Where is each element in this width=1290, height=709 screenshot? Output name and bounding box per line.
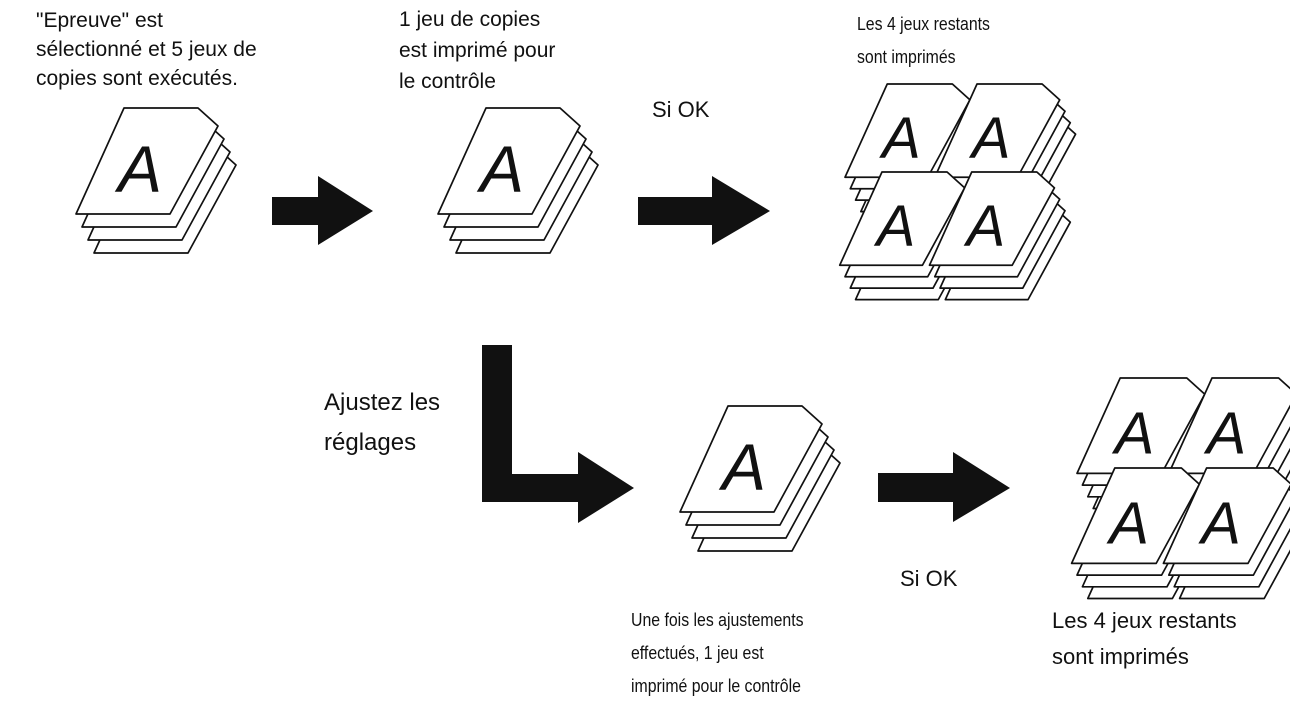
adjust-caption-line-2: réglages (324, 429, 417, 456)
proof-caption-line-2: est imprimé pour (399, 39, 556, 62)
paper-sheet (1076, 377, 1206, 475)
start-caption: "Epreuve" est sélectionné et 5 jeux de c… (36, 6, 257, 93)
remaining-caption-bottom: Les 4 jeux restants sont imprimés (1052, 603, 1237, 675)
start-caption-line-2: sélectionné et 5 jeux de (36, 38, 257, 61)
paper-stack-single: A (679, 405, 841, 552)
paper-sheet (928, 171, 1056, 267)
page-letter: A (874, 194, 916, 259)
page-letter: A (1198, 490, 1241, 557)
paper-sheet (838, 171, 966, 267)
page-letter: A (963, 194, 1005, 259)
proof-caption-line-3: le contrôle (399, 70, 496, 93)
page-letter: A (476, 132, 524, 206)
arrow-right-1 (272, 176, 373, 245)
adjusted-proof-line-1: Une fois les ajustements (631, 610, 804, 630)
paper-stack-single: A (75, 107, 237, 254)
page-letter: A (1106, 490, 1149, 557)
paper-sheet (1167, 377, 1290, 475)
page-letter: A (718, 430, 766, 504)
adjust-caption-line-1: Ajustez les (324, 389, 441, 416)
page-letter: A (879, 106, 921, 171)
ok-label-top: Si OK (652, 97, 710, 122)
start-caption-line-3: copies sont exécutés. (36, 67, 238, 90)
page-letter: A (1112, 400, 1155, 467)
proof-caption-line-1: 1 jeu de copies (399, 8, 541, 31)
arrow-right-3 (878, 452, 1010, 522)
adjusted-proof-line-2: effectués, 1 jeu est (631, 643, 764, 663)
proof-caption: 1 jeu de copies est imprimé pour le cont… (399, 4, 555, 97)
remaining-bottom-line-2: sont imprimés (1052, 644, 1189, 669)
paper-stack-single: A (437, 107, 599, 254)
paper-sheet (844, 83, 971, 179)
remaining-caption-top: Les 4 jeux restants sont imprimés (857, 8, 990, 74)
start-caption-line-1: "Epreuve" est (36, 9, 163, 32)
paper-sheet (679, 405, 823, 513)
arrow-right-2 (638, 176, 770, 245)
paper-sheet (437, 107, 581, 215)
adjusted-proof-caption: Une fois les ajustements effectués, 1 je… (631, 604, 804, 703)
page-letter: A (1204, 400, 1247, 467)
remaining-top-line-1: Les 4 jeux restants (857, 14, 990, 34)
paper-sheet (1162, 467, 1290, 565)
page-letter: A (969, 106, 1011, 171)
page-letter: A (114, 132, 162, 206)
arrow-down-right-branch (482, 345, 634, 523)
adjust-caption: Ajustez les réglages (324, 383, 440, 463)
ok-label-bottom: Si OK (900, 566, 958, 591)
paper-sheet (1070, 467, 1201, 565)
paper-sheet (933, 83, 1061, 179)
remaining-bottom-line-1: Les 4 jeux restants (1052, 608, 1237, 633)
remaining-top-line-2: sont imprimés (857, 47, 956, 67)
adjusted-proof-line-3: imprimé pour le contrôle (631, 676, 801, 696)
paper-sheet (75, 107, 219, 215)
